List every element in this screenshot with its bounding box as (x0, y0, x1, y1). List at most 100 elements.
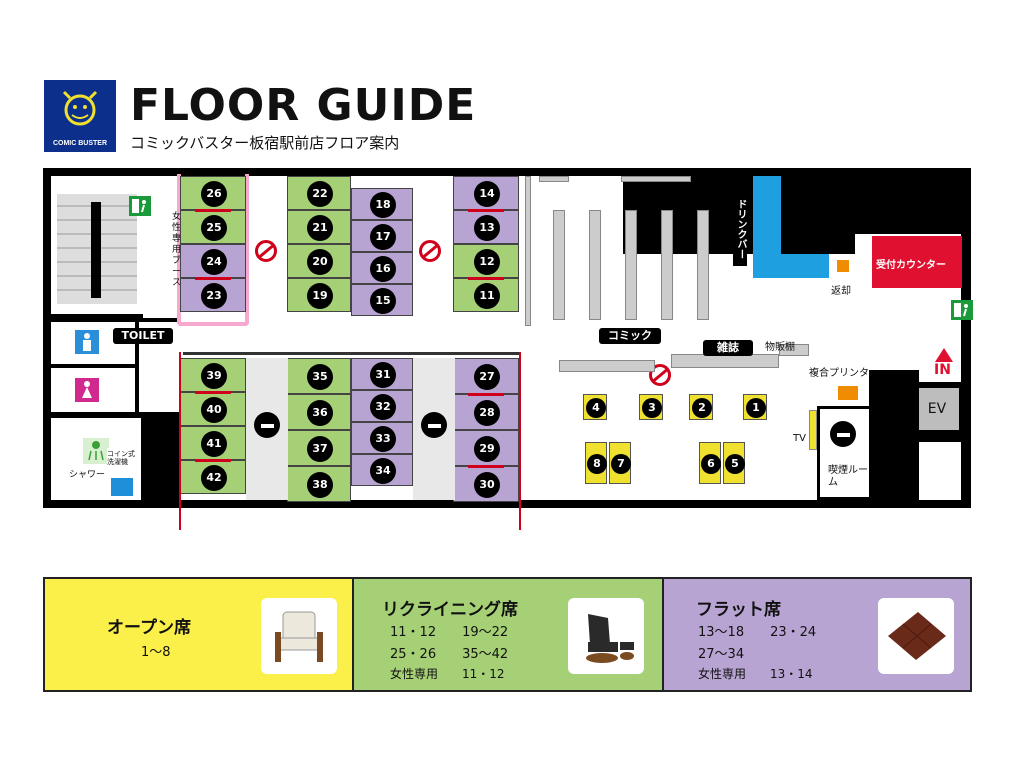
seat-number: 41 (201, 431, 227, 457)
seat-23[interactable]: 23 (180, 278, 246, 312)
legend-flat-line: 13～18 23・24 (698, 625, 817, 640)
comic-label: コミック (599, 328, 661, 344)
seat-number: 23 (201, 283, 227, 309)
women-booth-outline (177, 174, 249, 326)
women-only-divider (195, 391, 231, 394)
seat-13[interactable]: 13 (453, 210, 519, 244)
seat-number: 6 (701, 454, 721, 474)
smoking-icon (254, 412, 280, 438)
seat-1[interactable]: 1 (743, 394, 767, 420)
seat-12[interactable]: 12 (453, 244, 519, 278)
seat-number: 18 (370, 192, 396, 218)
seat-15[interactable]: 15 (351, 284, 413, 316)
reception-counter[interactable]: 受付カウンター (872, 236, 962, 288)
women-booth-label: 女性専用ブース (172, 212, 182, 288)
seat-33[interactable]: 33 (351, 422, 413, 454)
smoking-icon (421, 412, 447, 438)
legend-reclining-line: 11・12 19～22 (390, 625, 509, 640)
seat-number: 38 (307, 472, 333, 498)
printer-label: 複合プリンター (809, 368, 879, 379)
legend-open-line: 1～8 (141, 645, 171, 660)
seat-42[interactable]: 42 (180, 460, 246, 494)
smoking-icon (830, 421, 856, 447)
female-toilet-icon (75, 378, 99, 402)
women-only-divider (195, 277, 231, 280)
seat-number: 5 (725, 454, 745, 474)
seat-25[interactable]: 25 (180, 210, 246, 244)
stairwell (51, 176, 143, 314)
page-title: FLOOR GUIDE (130, 80, 477, 131)
women-only-divider (195, 459, 231, 462)
seat-number: 1 (746, 398, 766, 418)
recliner-photo (568, 598, 644, 674)
seat-30[interactable]: 30 (453, 466, 519, 502)
comic-shelf (539, 176, 569, 182)
vending-label: 物販棚 (765, 342, 795, 353)
tv (809, 410, 817, 450)
seat-7[interactable]: 7 (609, 442, 631, 484)
seat-17[interactable]: 17 (351, 220, 413, 252)
seat-22[interactable]: 22 (287, 176, 351, 210)
legend-reclining-line: 25・26 35～42 (390, 647, 509, 662)
comic-shelf (625, 210, 637, 320)
seat-number: 24 (201, 249, 227, 275)
seat-26[interactable]: 26 (180, 176, 246, 210)
seat-37[interactable]: 37 (287, 430, 351, 466)
seat-36[interactable]: 36 (287, 394, 351, 430)
legend-flat: フラット席 13～18 23・24 27～34 女性専用 13・14 (664, 579, 970, 690)
seat-27[interactable]: 27 (453, 358, 519, 394)
legend-flat-line: 27～34 (698, 647, 745, 662)
seat-14[interactable]: 14 (453, 176, 519, 210)
coin-laundry-label: コイン式洗濯機 (107, 450, 135, 466)
legend-open-title: オープン席 (107, 618, 191, 638)
seat-number: 25 (201, 215, 227, 241)
no-smoking-icon (419, 240, 441, 262)
comic-shelf (661, 210, 673, 320)
seat-6[interactable]: 6 (699, 442, 721, 484)
seat-31[interactable]: 31 (351, 358, 413, 390)
seat-number: 17 (370, 224, 396, 250)
seat-3[interactable]: 3 (639, 394, 663, 420)
seat-legend: オープン席 1～8 リクライニング席 11・12 19～22 25・26 35～… (43, 577, 972, 692)
seat-number: 16 (370, 256, 396, 282)
elevator[interactable]: EV (915, 388, 959, 430)
seat-29[interactable]: 29 (453, 430, 519, 466)
seat-16[interactable]: 16 (351, 252, 413, 284)
comic-shelf (589, 210, 601, 320)
seat-11[interactable]: 11 (453, 278, 519, 312)
seat-21[interactable]: 21 (287, 210, 351, 244)
magazine-shelf-left (559, 360, 655, 372)
seat-41[interactable]: 41 (180, 426, 246, 460)
seat-35[interactable]: 35 (287, 358, 351, 394)
seat-5[interactable]: 5 (723, 442, 745, 484)
seat-number: 21 (307, 215, 333, 241)
no-smoking-icon (255, 240, 277, 262)
seat-number: 13 (474, 215, 500, 241)
male-toilet-icon (75, 330, 99, 354)
seat-40[interactable]: 40 (180, 392, 246, 426)
seat-number: 40 (201, 397, 227, 423)
seat-19[interactable]: 19 (287, 278, 351, 312)
reception-label: 受付カウンター (876, 260, 946, 271)
seat-2[interactable]: 2 (689, 394, 713, 420)
seat-39[interactable]: 39 (180, 358, 246, 392)
seat-4[interactable]: 4 (583, 394, 607, 420)
seat-38[interactable]: 38 (287, 466, 351, 502)
chair-photo (261, 598, 337, 674)
seat-20[interactable]: 20 (287, 244, 351, 278)
seat-32[interactable]: 32 (351, 390, 413, 422)
seat-number: 7 (611, 454, 631, 474)
seat-34[interactable]: 34 (351, 454, 413, 486)
entrance-label: IN (934, 362, 951, 378)
logo-text: COMIC BUSTER (52, 140, 108, 147)
seat-number: 11 (474, 283, 500, 309)
seat-24[interactable]: 24 (180, 244, 246, 278)
recliner-icon (586, 614, 634, 663)
seat-28[interactable]: 28 (453, 394, 519, 430)
red-boundary-right (519, 352, 521, 530)
shower-label: シャワー (69, 470, 106, 480)
seat-8[interactable]: 8 (585, 442, 607, 484)
seat-number: 37 (307, 436, 333, 462)
seat-18[interactable]: 18 (351, 188, 413, 220)
comic-shelf (697, 210, 709, 320)
